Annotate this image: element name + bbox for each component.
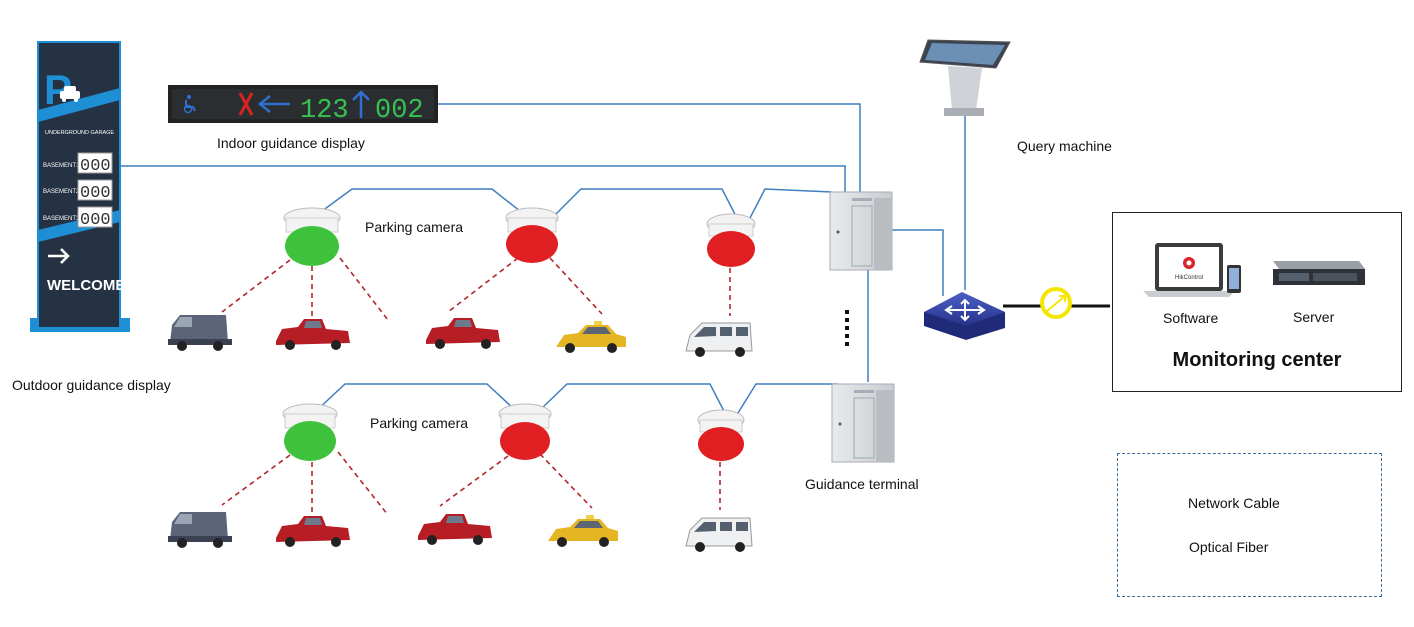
outdoor-display-label: Outdoor guidance display (12, 377, 171, 393)
more-terminals-ellipsis (845, 310, 849, 346)
parking-camera-occupied-1 (505, 207, 559, 263)
network-cables (110, 103, 1176, 503)
query-machine-label: Query machine (1017, 138, 1112, 154)
white-van-icon (685, 517, 753, 553)
laptop-icon: HikControl (1143, 243, 1235, 297)
pickup-icon (418, 514, 492, 545)
pickup-icon (426, 318, 500, 349)
taxi-icon (548, 515, 618, 547)
monitoring-equipment: HikControl (1143, 243, 1365, 297)
up-arrow-icon (352, 90, 370, 118)
sign-welcome: WELCOME (47, 277, 125, 294)
parking-camera-occupied-4 (697, 409, 745, 461)
wheelchair-icon (183, 95, 196, 114)
network-switch-icon (924, 292, 1005, 340)
query-machine (919, 39, 1011, 116)
server-label: Server (1293, 309, 1335, 325)
parking-camera-top-label: Parking camera (365, 219, 464, 235)
sign-row-1: BASEMENT1 000 (43, 152, 113, 176)
taxi-icon (556, 321, 626, 353)
no-entry-x-icon (238, 92, 254, 116)
tablet-icon (1227, 265, 1241, 293)
server-icon (1273, 261, 1365, 285)
sign-row-3: BASEMENT3 000 (43, 206, 113, 230)
left-arrow-icon (257, 95, 290, 113)
detection-links (221, 257, 731, 516)
parking-camera-occupied-2 (706, 213, 756, 267)
indoor-left-count: 123 (300, 96, 349, 126)
car-icon (60, 86, 80, 102)
van-icon (168, 512, 232, 548)
pickup-icon (276, 516, 350, 547)
parking-camera-free-1 (283, 207, 341, 266)
legend-network-cable: Network Cable (1188, 495, 1280, 511)
monitoring-center: HikControl Software Server Monitoring ce… (1112, 212, 1402, 392)
guidance-terminal-top (829, 191, 893, 271)
parking-camera-bottom-label: Parking camera (370, 415, 469, 431)
parking-camera-occupied-3 (498, 403, 552, 460)
indoor-guidance-display: 123 002 (168, 85, 438, 126)
sign-row-label: BASEMENT1 (43, 163, 80, 169)
sign-header: UNDERGROUND GARAGE (45, 130, 114, 136)
software-brand: HikControl (1175, 275, 1203, 281)
sign-row-value: 000 (80, 184, 111, 203)
sign-row-value: 000 (80, 211, 111, 230)
legend-optical-fiber: Optical Fiber (1189, 539, 1269, 555)
outdoor-guidance-display: P UNDERGROUND GARAGE BASEMENT1 000 BASEM… (30, 41, 130, 332)
pickup-icon (276, 319, 350, 350)
legend: Network Cable Optical Fiber (1117, 453, 1382, 597)
indoor-right-count: 002 (375, 96, 424, 126)
optical-fiber-link (1003, 287, 1110, 319)
guidance-terminal-label: Guidance terminal (805, 476, 919, 492)
monitoring-center-title: Monitoring center (1172, 349, 1342, 371)
sign-row-value: 000 (80, 157, 111, 176)
software-label: Software (1163, 310, 1219, 326)
parking-camera-free-2 (282, 403, 338, 461)
sign-row-label: BASEMENT2 (43, 189, 80, 195)
sign-row-label: BASEMENT3 (43, 216, 80, 222)
indoor-display-label: Indoor guidance display (217, 135, 365, 151)
right-arrow-icon (48, 248, 70, 264)
white-van-icon (685, 322, 753, 358)
guidance-terminal-bottom (831, 383, 895, 463)
sign-row-2: BASEMENT2 000 (43, 179, 113, 203)
van-icon (168, 315, 232, 351)
